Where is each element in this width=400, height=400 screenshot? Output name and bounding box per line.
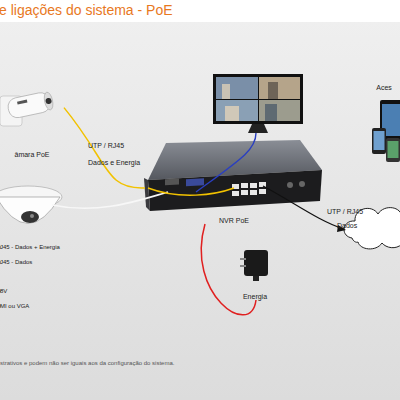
dome-cable: [52, 192, 168, 208]
network-cable: [263, 186, 344, 229]
cable-connector: [201, 224, 256, 315]
mobile-devices: [372, 100, 400, 162]
diagram-title: e ligações do sistema - PoE: [0, 2, 173, 18]
cable-label: 8V: [0, 288, 7, 294]
cable-label: Dados: [337, 222, 357, 229]
hdmi-cable: [196, 133, 256, 192]
bullet-camera: [0, 90, 55, 126]
nvr-node: NVR PoE: [145, 140, 323, 224]
legend-bullets: [0, 245, 1, 308]
cable-label: J45 - Dados + Energia: [0, 244, 60, 250]
poe-port-wire: [148, 188, 234, 195]
cable-label: MI ou VGA: [0, 303, 29, 309]
power-adapter: [240, 250, 268, 281]
camera-node: âmara PoE: [0, 86, 64, 158]
footnote: strativos e podem não ser iguais aos da …: [0, 360, 174, 366]
node-label: Energia: [243, 293, 267, 300]
node-label: âmara PoE: [14, 151, 49, 158]
cable-label: UTP / RJ45 Dados e Energia: [88, 137, 142, 171]
cable-connector: [64, 108, 145, 188]
access-node: Aces: [368, 84, 400, 164]
cable-label: UTP / RJ45: [327, 208, 363, 215]
cable-label: J45 - Dados: [0, 259, 32, 265]
nvr-box: [144, 140, 322, 211]
node-label: Aces: [376, 84, 392, 91]
title-band: [0, 0, 400, 22]
node-label: NVR PoE: [219, 217, 249, 224]
monitor: [213, 74, 303, 133]
power-node: Energia: [228, 240, 282, 300]
